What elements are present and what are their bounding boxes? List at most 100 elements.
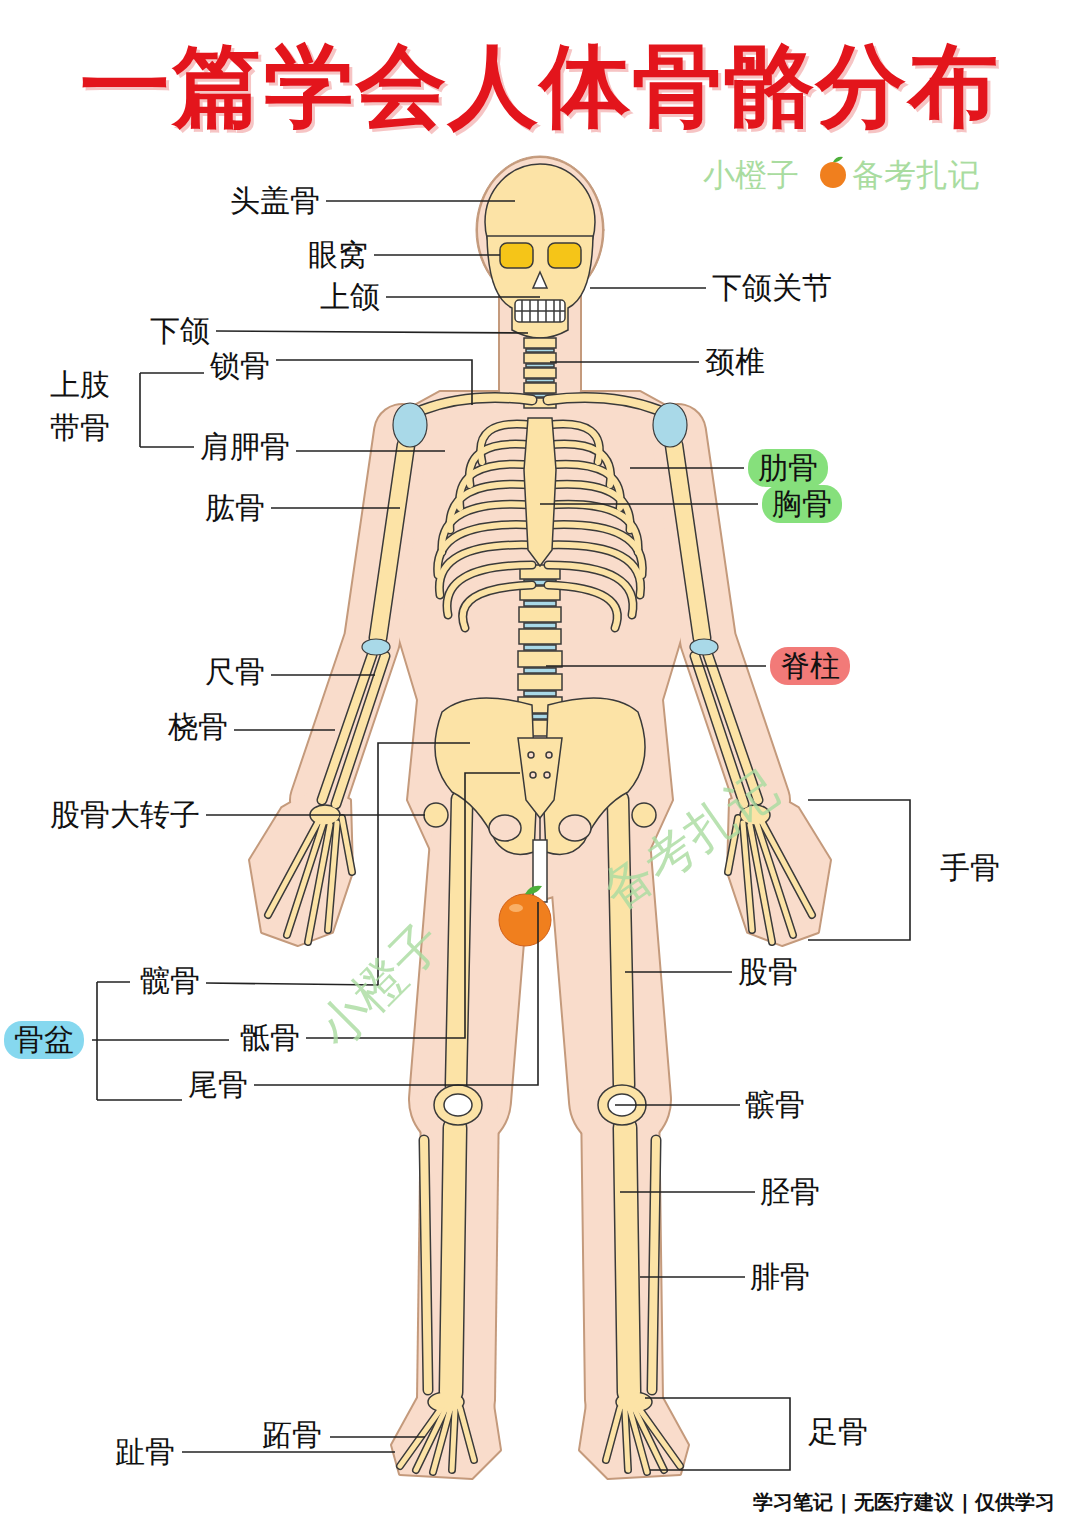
vertebrae <box>524 645 556 650</box>
long-bones <box>456 800 462 1085</box>
cartilage <box>362 639 390 655</box>
skin-outline <box>250 156 830 1478</box>
leader-lines <box>296 450 445 452</box>
leader-lines <box>326 200 515 202</box>
skin-fill <box>250 158 830 1478</box>
long-bones <box>548 398 658 410</box>
skull <box>487 236 593 338</box>
skin-outline <box>250 785 352 945</box>
long-bones <box>342 818 352 872</box>
bone-label: 骨盆 <box>14 1022 74 1057</box>
long-bones-outline <box>674 445 702 638</box>
long-bones-outline <box>618 800 624 1085</box>
bone-label: 头盖骨 <box>230 183 320 219</box>
leader-lines <box>97 1099 182 1101</box>
pelvis <box>518 738 562 818</box>
skin-fill <box>250 785 352 945</box>
leader-lines <box>216 331 528 333</box>
long-bones <box>268 398 812 1472</box>
orange-icon <box>833 157 843 162</box>
bone-label: 锁骨 <box>210 348 270 384</box>
cartilage <box>393 403 427 447</box>
watermark: 备考扎记 <box>852 156 980 194</box>
long-bones <box>618 800 624 1085</box>
long-bones-outline <box>548 398 658 410</box>
vertebrae <box>518 651 562 667</box>
vertebrae <box>519 607 561 622</box>
leader-lines <box>615 1104 740 1106</box>
leader-lines <box>92 201 910 1470</box>
bone-label: 股骨 <box>738 954 798 990</box>
long-bones <box>625 1128 629 1392</box>
bone-label: 尺骨 <box>205 654 265 690</box>
bone-label: 胸骨 <box>772 486 832 521</box>
leader-lines <box>139 373 141 447</box>
orange-icon <box>509 904 523 912</box>
pelvis <box>489 815 521 841</box>
pelvis <box>530 772 536 778</box>
patella <box>434 1085 482 1125</box>
ribs-outline <box>548 585 617 628</box>
long-bones <box>625 1410 628 1470</box>
leader-lines <box>640 1276 745 1278</box>
pelvis <box>539 818 541 840</box>
orange-icon <box>820 162 846 188</box>
cartilage <box>690 639 718 655</box>
sternum <box>524 418 556 566</box>
patella <box>434 1085 646 1125</box>
sternum <box>524 418 556 566</box>
patella <box>444 1094 472 1116</box>
bone-label: 股骨大转子 <box>50 797 200 833</box>
long-bones-outline <box>625 1128 629 1392</box>
bone-label: 肩胛骨 <box>200 429 290 465</box>
leader-lines <box>808 800 910 940</box>
long-bones <box>606 1408 620 1460</box>
pelvis <box>546 752 552 758</box>
leader-lines <box>140 372 204 374</box>
joint-bones <box>632 803 656 827</box>
long-bones <box>268 818 812 1472</box>
highlight-pill: 胸骨 <box>762 485 842 523</box>
pelvis <box>435 698 536 855</box>
highlight-pill: 脊柱 <box>770 647 850 685</box>
joint-bones <box>424 803 448 827</box>
long-bones <box>460 1408 474 1460</box>
group-label: 上肢 带骨 <box>50 363 114 450</box>
leader-lines <box>276 360 472 405</box>
bone-label: 桡骨 <box>168 709 228 745</box>
leader-lines <box>540 503 758 505</box>
orange-icon <box>525 886 542 895</box>
vertebrae <box>524 691 556 696</box>
skull <box>515 300 565 322</box>
skull <box>485 164 595 338</box>
long-bones-outline <box>268 398 812 1472</box>
leader-lines <box>330 1436 425 1438</box>
page-title: 一篇学会人体骨骼分布 <box>80 34 1000 138</box>
pelvis <box>544 772 550 778</box>
bone-label: 肱骨 <box>205 490 265 526</box>
bone-label: 下颌 <box>150 313 210 349</box>
vertebrae <box>526 364 554 367</box>
long-bones-outline <box>460 1408 474 1460</box>
long-bones-outline <box>606 1408 620 1460</box>
pelvis <box>559 815 591 841</box>
leader-lines <box>645 1398 790 1470</box>
skull <box>515 300 565 322</box>
leader-lines <box>374 254 500 256</box>
bone-label: 胫骨 <box>760 1174 820 1210</box>
bone-label: 尾骨 <box>188 1067 248 1103</box>
leader-lines <box>271 507 400 509</box>
bone-label: 骶骨 <box>240 1020 300 1056</box>
joint-bones <box>310 779 770 1412</box>
vertebrae <box>518 674 562 690</box>
cartilage <box>362 403 718 655</box>
leader-lines <box>620 1191 755 1193</box>
highlight-pill: 骨盆 <box>4 1021 84 1059</box>
vertebrae <box>524 338 556 348</box>
bone-label: 眼窝 <box>308 237 368 273</box>
leader-lines <box>92 1039 229 1041</box>
long-bones-outline <box>268 818 812 1472</box>
leader-lines <box>96 982 98 1100</box>
